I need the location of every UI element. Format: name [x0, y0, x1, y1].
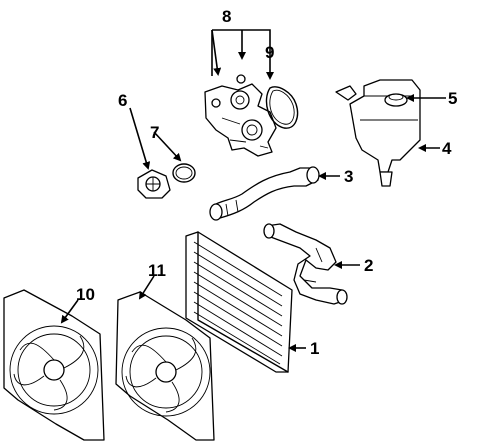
fan-shroud-left-part: [3, 289, 105, 441]
pump-plug-part: [236, 74, 246, 84]
callout-5: 5: [448, 89, 457, 108]
callout-4: 4: [442, 139, 452, 158]
callout-6: 6: [118, 91, 127, 110]
lower-radiator-hose-part: [263, 223, 348, 305]
expansion-tank-cap-part: [384, 93, 408, 107]
thermostat-part: [137, 169, 171, 199]
callout-8: 8: [222, 7, 231, 26]
upper-radiator-hose-part: [209, 166, 320, 221]
callout-2: 2: [364, 256, 373, 275]
callout-9: 9: [265, 43, 274, 62]
radiator-part: [185, 231, 293, 373]
thermostat-o-ring-part: [172, 163, 196, 183]
pump-seal-ring-part: [265, 86, 299, 129]
callout-3: 3: [344, 167, 353, 186]
callout-7: 7: [150, 123, 159, 142]
leader-lines: [60, 29, 446, 352]
callout-10: 10: [76, 285, 95, 304]
callout-11: 11: [148, 261, 166, 280]
water-pump-part: [204, 83, 277, 157]
fan-shroud-right-part: [115, 291, 215, 441]
callout-1: 1: [310, 339, 319, 358]
